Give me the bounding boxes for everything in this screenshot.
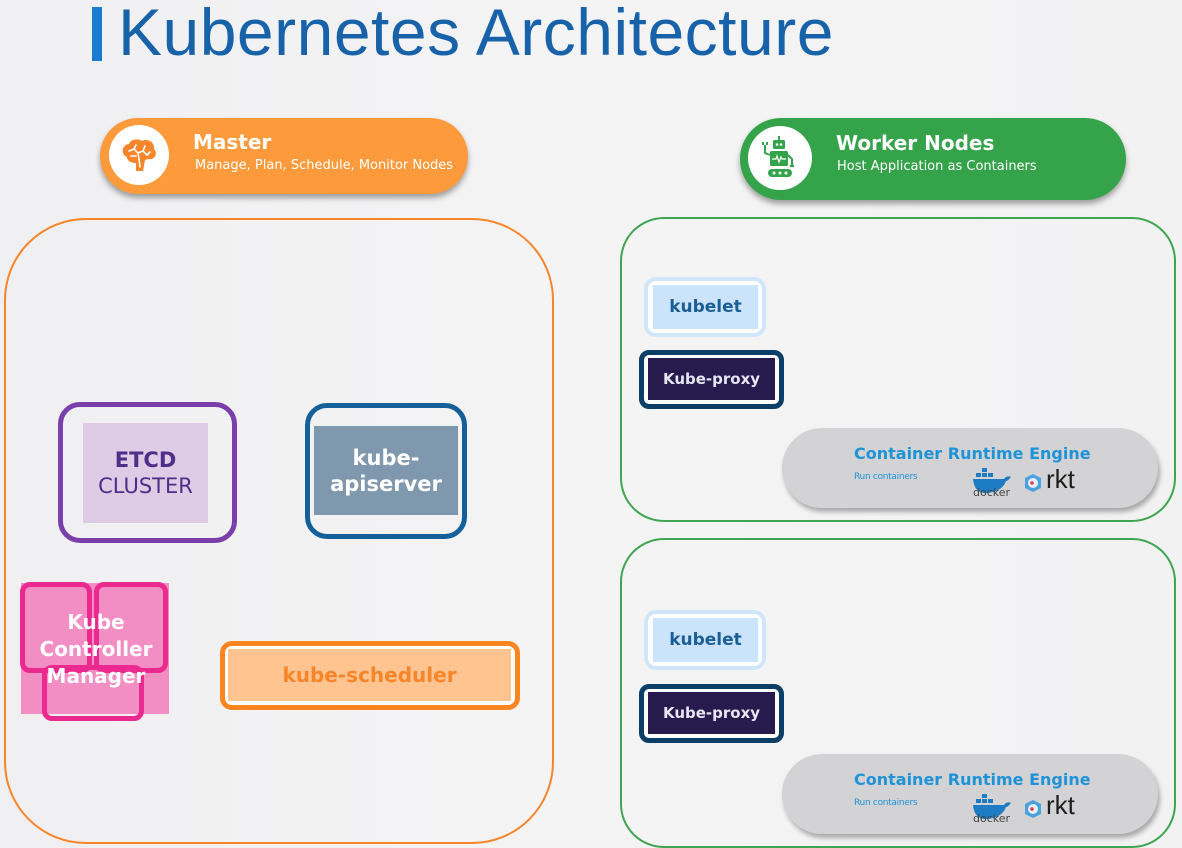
kube-proxy: Kube-proxy [648, 692, 775, 734]
controller-square [94, 582, 168, 673]
kube-apiserver: kube- apiserver [314, 426, 458, 515]
runtime-subtitle: Run containers [854, 472, 918, 482]
title-accent-bar [92, 7, 102, 61]
docker-logo-text: docker [973, 812, 1011, 825]
controller-label-line: Manager [46, 664, 146, 688]
runtime-title: Container Runtime Engine [854, 444, 1091, 463]
container-runtime-engine: Container Runtime Engine Run containers … [782, 754, 1158, 834]
etcd-cluster: ETCD CLUSTER [83, 423, 208, 523]
master-header: Master Manage, Plan, Schedule, Monitor N… [100, 118, 468, 194]
rkt-logo-text: rkt [1046, 464, 1075, 494]
controller-label-line: Controller [39, 637, 153, 661]
docker-logo-icon [973, 794, 1011, 819]
container-runtime-engine: Container Runtime Engine Run containers … [782, 428, 1158, 508]
apiserver-label-line2: apiserver [330, 471, 442, 496]
controller-square [20, 582, 92, 673]
kube-controller-manager: Kube Controller Manager [21, 609, 171, 690]
apiserver-frame [305, 403, 467, 539]
rkt-logo-text: rkt [1046, 790, 1075, 820]
runtime-subtitle: Run containers [854, 798, 918, 808]
etcd-label: ETCD [114, 448, 177, 472]
worker-subtitle: Host Application as Containers [837, 159, 1037, 174]
rkt-logo-icon [1025, 800, 1041, 818]
kube-scheduler: kube-scheduler [228, 649, 511, 701]
kubelet: kubelet [653, 618, 758, 662]
worker-title: Worker Nodes [836, 131, 995, 155]
docker-logo-text: docker [973, 486, 1011, 499]
apiserver-label-line1: kube- [352, 445, 420, 470]
master-subtitle: Manage, Plan, Schedule, Monitor Nodes [195, 158, 454, 173]
runtime-title: Container Runtime Engine [854, 770, 1091, 789]
rkt-logo-icon [1025, 474, 1041, 492]
page-title: Kubernetes Architecture [118, 0, 834, 69]
kubelet: kubelet [653, 285, 758, 329]
controller-square [42, 665, 144, 721]
master-title: Master [193, 130, 272, 154]
worker-header: Worker Nodes Host Application as Contain… [740, 118, 1126, 200]
etcd-frame [58, 402, 237, 543]
docker-logo-icon [973, 468, 1011, 493]
kube-proxy: Kube-proxy [648, 358, 775, 400]
robot-icon [748, 126, 812, 190]
worker-node-box [620, 217, 1176, 522]
etcd-sublabel: CLUSTER [98, 474, 193, 498]
controller-label-line: Kube [67, 610, 125, 634]
brain-icon [109, 125, 169, 185]
